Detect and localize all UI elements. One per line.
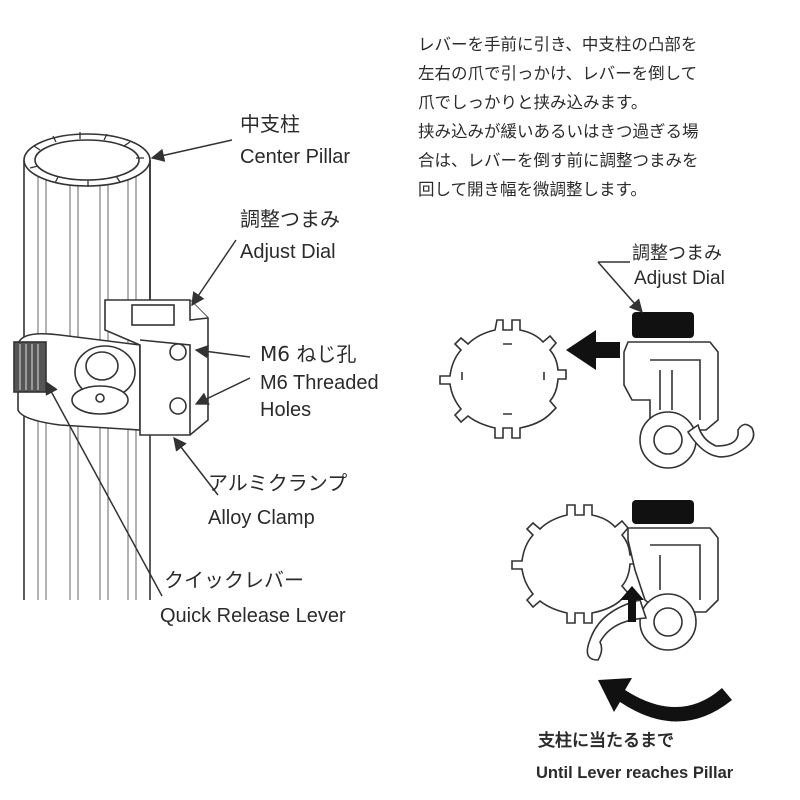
instruction-line: 左右の爪で引っかけ、レバーを倒して: [418, 64, 698, 83]
leader-lines-left: [45, 139, 251, 597]
quick-lever-jp: クイックレバー: [164, 568, 304, 592]
instruction-line: 回して開き幅を微調整します。: [418, 180, 647, 199]
step1-diagram: [439, 312, 755, 469]
left-labels: 中支柱 Center Pillar 調整つまみ Adjust Dial M6 ね…: [160, 112, 379, 627]
threaded-holes-en2: Holes: [260, 399, 311, 421]
threaded-holes-jp: M6 ねじ孔: [260, 342, 356, 366]
instruction-line: 挟み込みが緩いあるいはきつ過ぎる場: [418, 122, 699, 141]
alloy-clamp-en: Alloy Clamp: [208, 507, 315, 529]
instruction-line: レバーを手前に引き、中支柱の凸部を: [418, 35, 698, 54]
step2-diagram: [511, 500, 732, 722]
instructions-paragraph: レバーを手前に引き、中支柱の凸部を 左右の爪で引っかけ、レバーを倒して 爪でしっ…: [418, 30, 790, 204]
step2-caption-en: Until Lever reaches Pillar: [536, 764, 734, 782]
center-pillar-jp: 中支柱: [240, 112, 300, 136]
instruction-line: 合は、レバーを倒す前に調整つまみを: [418, 151, 699, 170]
step1-dial-en: Adjust Dial: [634, 268, 725, 289]
step2-caption-jp: 支柱に当たるまで: [538, 730, 674, 751]
alloy-clamp-jp: アルミクランプ: [208, 471, 347, 495]
adjust-dial-jp: 調整つまみ: [240, 207, 340, 231]
alloy-clamp-illustration: [13, 299, 209, 436]
quick-lever-en: Quick Release Lever: [160, 605, 346, 627]
step1-leader: [597, 261, 643, 314]
center-pillar-en: Center Pillar: [240, 146, 350, 168]
center-pillar-illustration: [23, 132, 151, 600]
step1-dial-jp: 調整つまみ: [632, 243, 722, 264]
instruction-line: 爪でしっかりと挟み込みます。: [418, 93, 648, 112]
adjust-dial-en: Adjust Dial: [240, 241, 336, 263]
right-labels: 調整つまみ Adjust Dial 支柱に当たるまで Until Lever r…: [536, 243, 734, 782]
threaded-holes-en1: M6 Threaded: [260, 372, 379, 394]
